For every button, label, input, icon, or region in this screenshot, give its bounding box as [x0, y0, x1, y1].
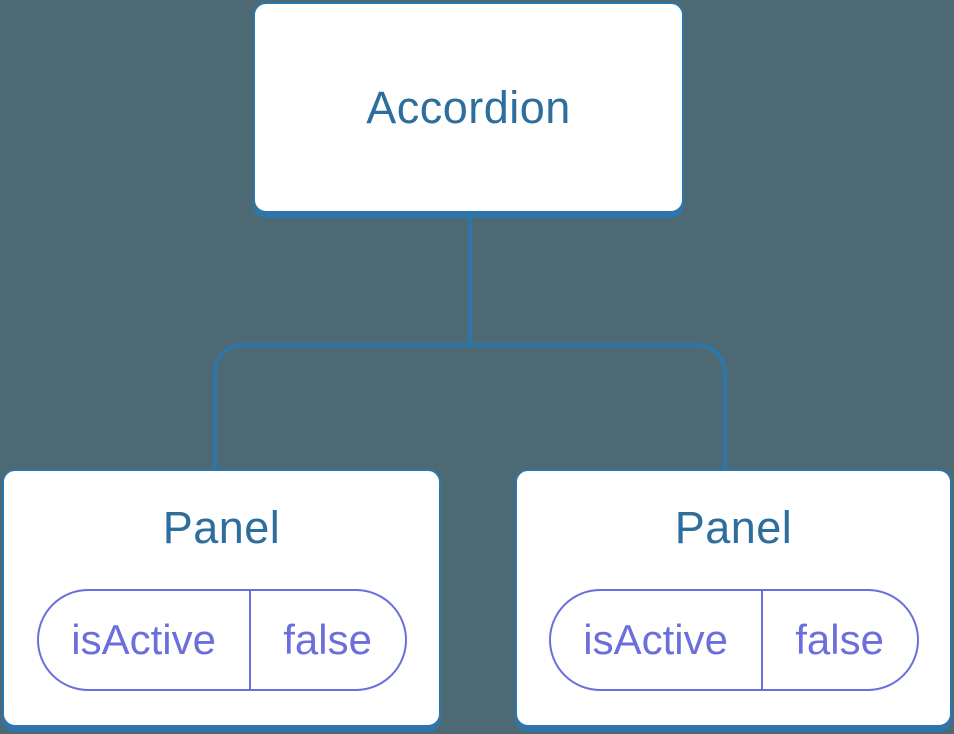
accordion-node: Accordion [253, 2, 684, 213]
state-key-right: isActive [551, 591, 763, 689]
panel-left-label: Panel [162, 502, 281, 553]
connector-bracket [213, 343, 727, 469]
connector-stem [468, 213, 472, 345]
panel-node-right: Panel isActive false [515, 469, 952, 727]
state-pill-right: isActive false [548, 589, 919, 691]
panel-node-left: Panel isActive false [2, 469, 441, 727]
state-value-left: false [283, 616, 372, 663]
accordion-node-label: Accordion [366, 81, 571, 133]
state-pill-left: isActive false [36, 589, 407, 691]
state-key-left: isActive [39, 591, 251, 689]
panel-right-label: Panel [674, 502, 793, 553]
state-value-right: false [795, 616, 884, 663]
